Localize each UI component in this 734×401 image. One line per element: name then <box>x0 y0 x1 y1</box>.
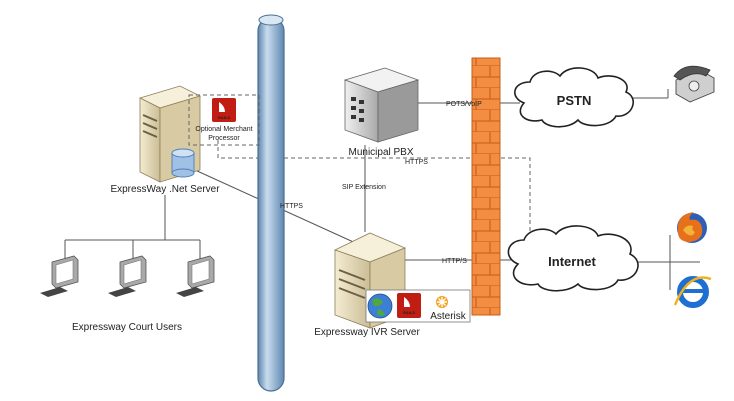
dashed-https-route <box>217 140 531 240</box>
rails-badge-label: RAILS <box>218 115 230 120</box>
net-server-label: ExpressWay .Net Server <box>110 184 220 195</box>
user-computer-icon <box>40 255 79 297</box>
https-dashed-label: HTTPS <box>405 159 428 166</box>
firewall-wall <box>471 57 501 316</box>
merchant-processor-box <box>188 94 260 146</box>
internet-cloud <box>507 225 639 292</box>
rails-badge-label: RAILS <box>403 310 415 315</box>
pstn-cloud <box>514 67 634 128</box>
pots-voip-label: POTS/VoIP <box>446 101 482 108</box>
network-backbone <box>257 14 285 392</box>
https-s-label: HTTP/S <box>442 258 467 265</box>
rails-icon <box>397 293 421 318</box>
pbx-label: Municipal PBX <box>348 147 413 158</box>
user-computer-icon <box>108 255 147 297</box>
pbx-icon <box>343 67 420 143</box>
merchant-label-line1: Optional Merchant <box>195 126 252 133</box>
user-computer-icon <box>176 255 215 297</box>
telephone-icon <box>673 65 715 103</box>
globe-icon <box>367 293 393 319</box>
database-icon <box>171 148 195 178</box>
court-users-label: Expressway Court Users <box>72 322 182 333</box>
internet-explorer-icon <box>673 276 712 308</box>
https-link-label: HTTPS <box>280 203 303 210</box>
internet-label: Internet <box>548 254 596 269</box>
ivr-server-label: Expressway IVR Server <box>314 327 420 338</box>
merchant-label-line2: Processor <box>208 135 240 142</box>
asterisk-label: Asterisk <box>430 311 467 322</box>
pstn-label: PSTN <box>557 93 592 108</box>
firefox-icon <box>677 212 707 243</box>
rails-icon <box>212 98 236 122</box>
asterisk-icon <box>436 296 448 308</box>
sip-extension-label: SIP Extension <box>342 184 386 191</box>
